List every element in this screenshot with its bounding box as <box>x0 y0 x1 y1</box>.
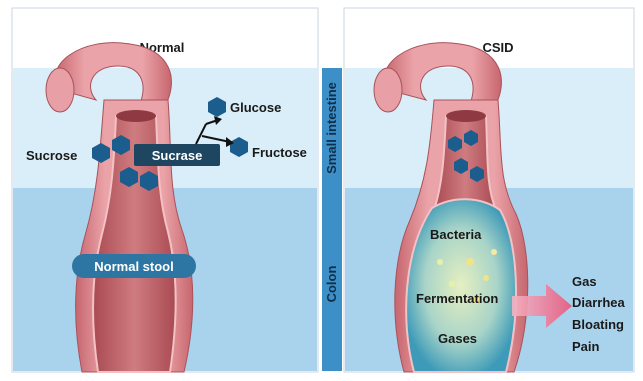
sucrose-label: Sucrose <box>26 148 77 163</box>
glucose-label: Glucose <box>230 100 281 115</box>
bacteria-label: Bacteria <box>430 227 482 242</box>
gases-label: Gases <box>438 331 477 346</box>
small-intestine-label: Small intestine <box>324 82 339 174</box>
symptom-bloating: Bloating <box>572 317 624 332</box>
symptom-pain: Pain <box>572 339 600 354</box>
symptom-gas: Gas <box>572 274 597 289</box>
normal-stool-label: Normal stool <box>94 259 173 274</box>
symptom-diarrhea: Diarrhea <box>572 295 626 310</box>
sucrase-label: Sucrase <box>152 148 203 163</box>
colon-label: Colon <box>324 266 339 303</box>
csid-title: CSID <box>482 40 513 55</box>
fructose-label: Fructose <box>252 145 307 160</box>
fermentation-label: Fermentation <box>416 291 498 306</box>
